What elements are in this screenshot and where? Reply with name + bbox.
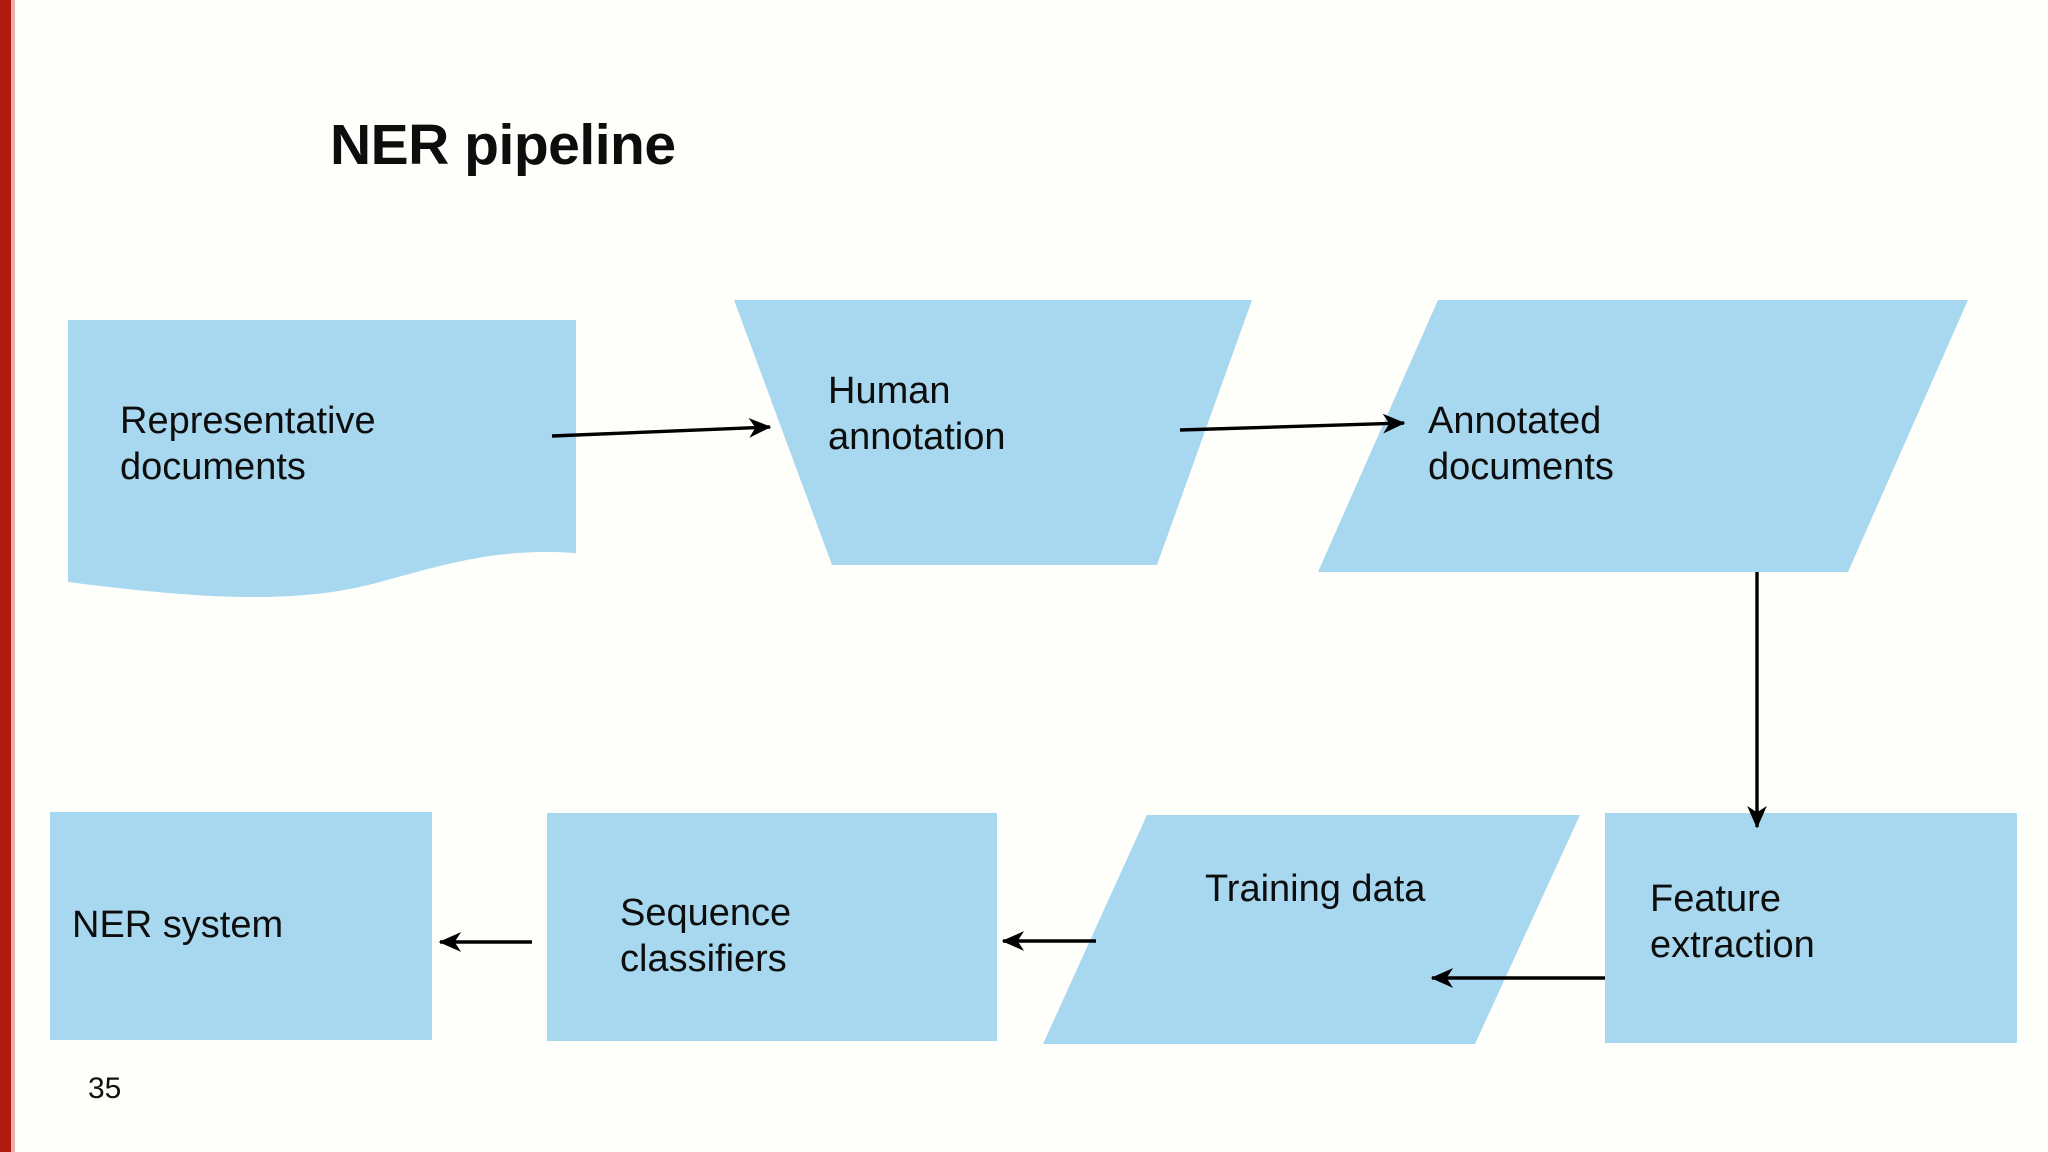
node-label-ner-system: NER system xyxy=(72,904,284,946)
node-label-training-data: Training data xyxy=(1205,868,1426,910)
node-label-annotated-documents: Annotated documents xyxy=(1428,400,1614,489)
arrow-representative-to-human xyxy=(551,418,772,438)
left-accent-bar-highlight xyxy=(11,0,15,1152)
node-shape-representative-documents[interactable] xyxy=(68,320,576,598)
arrow-human-to-annotated xyxy=(1179,413,1406,434)
node-label-sequence-classifiers: Sequence classifiers xyxy=(620,892,792,981)
page-title: NER pipeline xyxy=(330,113,676,177)
left-accent-bar xyxy=(0,0,11,1152)
slide-number: 35 xyxy=(88,1072,122,1105)
node-shape-ner-system[interactable] xyxy=(50,812,432,1040)
node-shape-annotated-documents[interactable] xyxy=(1318,300,1968,572)
node-shape-sequence-classifiers[interactable] xyxy=(547,813,997,1041)
node-label-representative-documents: Representative documents xyxy=(120,400,376,489)
node-shape-training-data[interactable] xyxy=(1043,815,1580,1044)
node-label-human-annotation: Human annotation xyxy=(828,370,1006,459)
node-label-feature-extraction: Feature extraction xyxy=(1650,878,1815,967)
node-shape-feature-extraction[interactable] xyxy=(1605,813,2017,1043)
node-shape-human-annotation[interactable] xyxy=(734,300,1252,565)
